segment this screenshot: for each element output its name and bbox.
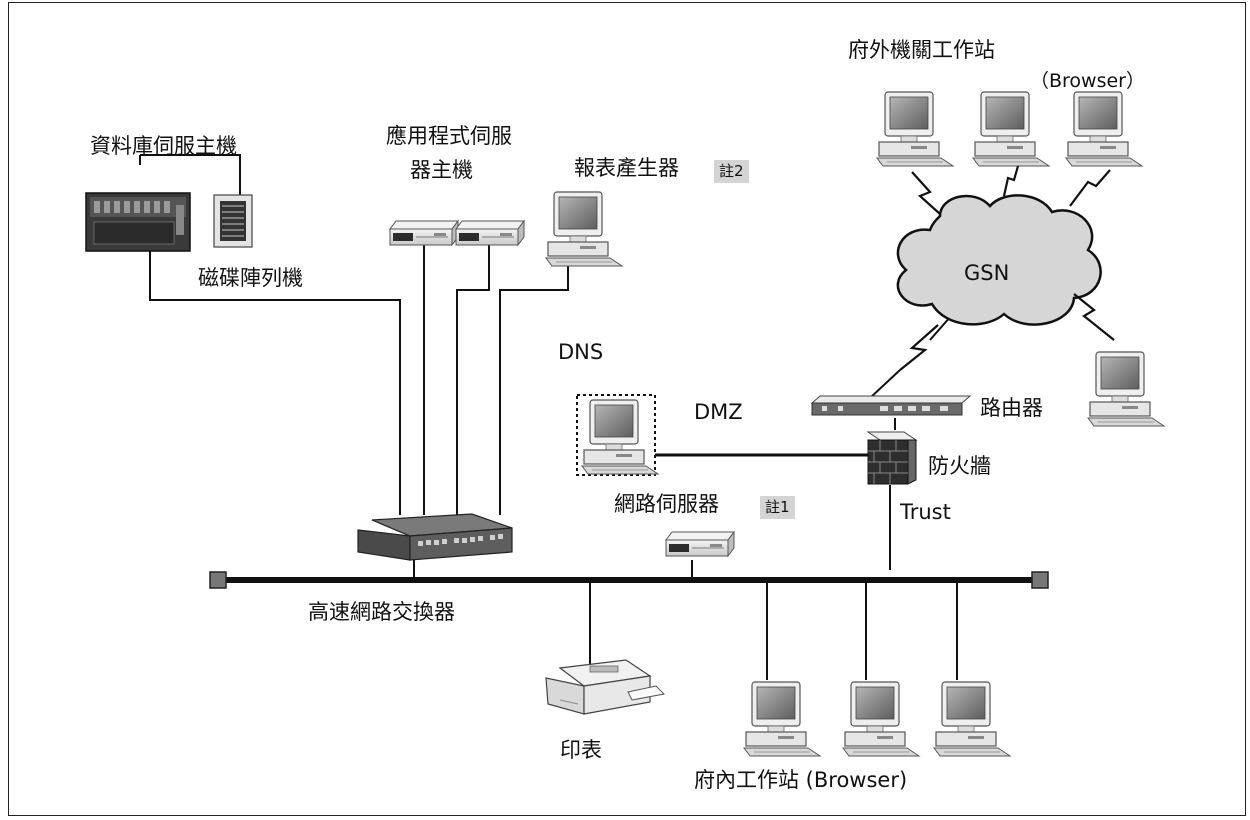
dns-label: DNS [558,340,604,364]
firewall-label: 防火牆 [928,454,991,478]
workstation-icon [972,91,1050,167]
note2-badge: 註2 [714,160,749,183]
switch-icon [357,513,513,561]
app-server-icon [389,220,459,246]
report-gen-label: 報表產生器 [574,156,679,180]
workstation-icon [545,191,623,267]
app-server-label-2: 器主機 [410,158,473,182]
firewall-icon [866,431,918,485]
router-label: 路由器 [980,396,1043,420]
dmz-label: DMZ [694,400,743,424]
lightning-icon [1002,165,1020,197]
printer-label: 印表 [560,738,602,762]
link-app2-switch [456,245,490,515]
workstation-icon [933,681,1011,757]
internal-ws-label: 府內工作站 (Browser) [694,768,908,792]
link-db-switch [149,245,401,515]
disk-array-label: 磁碟陣列機 [198,266,303,290]
workstation-icon [1065,91,1143,167]
bus-terminator-icon [209,571,227,589]
workstation-icon [842,681,920,757]
app-server-icon [455,220,525,246]
external-ws-label: 府外機關工作站 [848,38,995,62]
cloud-icon [896,194,1102,326]
link-db-disk [140,154,241,198]
router-icon [810,395,972,416]
workstation-icon [581,399,659,475]
lightning-icon [1073,293,1115,341]
dmz-box [576,394,656,476]
db-server-icon [85,192,191,252]
web-server-label: 網路伺服器 [614,492,719,516]
link-report-switch [499,262,569,515]
gsn-label: GSN [964,261,1010,285]
disk-array-icon [213,194,253,248]
lightning-icon [911,171,941,215]
db-host-label: 資料庫伺服主機 [90,134,237,158]
note1-badge: 註1 [760,496,795,519]
bus-terminator-icon [1031,571,1049,589]
lightning-icon [1069,169,1111,207]
trust-label: Trust [900,500,951,524]
workstation-icon [1087,351,1165,427]
workstation-icon [876,91,954,167]
external-browser-label: （Browser） [1030,70,1145,92]
workstation-icon [743,681,821,757]
printer-icon [545,659,666,715]
link-router-cloud-a [869,369,901,399]
lightning-icon [899,324,939,371]
switch-label: 高速網路交換器 [308,600,455,624]
web-server-icon [665,531,735,557]
app-server-label-1: 應用程式伺服 [386,124,512,148]
diagram-frame [8,2,1246,816]
